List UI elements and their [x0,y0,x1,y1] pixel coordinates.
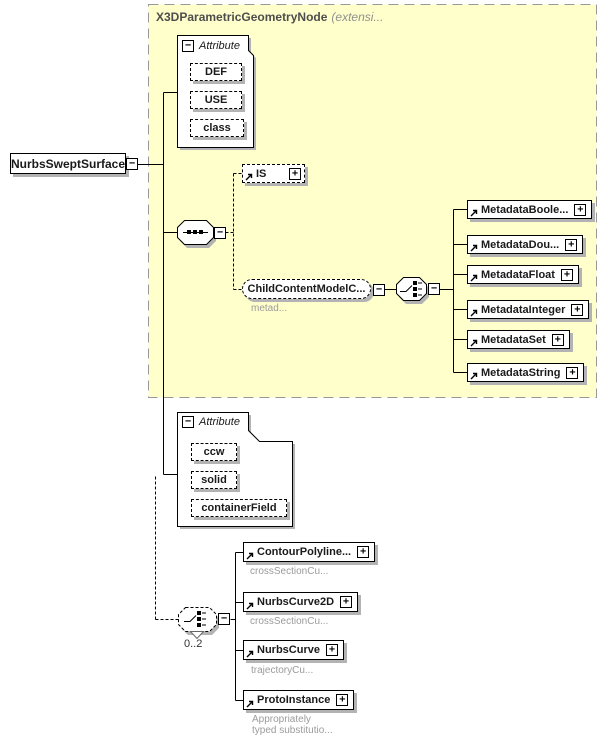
attribute-label: ccw [203,446,225,458]
element-metadatafloat[interactable]: MetadataFloat + [467,265,579,284]
collapse-button-attributes-base[interactable]: − [182,40,194,52]
attribute-use[interactable]: USE [190,91,242,109]
choice-indicator-metadata [396,277,429,304]
expand-button[interactable]: + [566,366,579,379]
reference-arrow-icon [246,650,254,658]
expand-button[interactable]: + [325,644,338,656]
expand-button[interactable]: + [560,268,573,281]
collapse-button-sequence[interactable]: − [214,227,226,239]
attribute-group-local-header: − Attribute [182,416,240,428]
annotation-contourpolyline: crossSectionCu... [250,566,329,577]
attribute-group-label: Attribute [199,416,240,428]
reference-arrow-icon [470,274,478,282]
attribute-def[interactable]: DEF [190,63,242,81]
expand-button[interactable]: + [574,203,587,216]
annotation-childcontentmodel: metad... [251,303,288,314]
element-label: MetadataFloat [481,268,555,281]
base-type-title: X3DParametricGeometryNode(extensi... [156,10,383,24]
element-nurbssweptsurface[interactable]: NurbsSweptSurface [10,153,126,174]
group-label: ChildContentModelC... [247,283,366,295]
attribute-class[interactable]: class [190,119,244,137]
reference-arrow-icon [246,602,254,610]
collapse-button-attributes-local[interactable]: − [182,416,194,428]
attribute-label: DEF [205,66,227,78]
element-metadatainteger[interactable]: MetadataInteger + [467,300,590,319]
element-label: NurbsCurve [257,644,320,656]
element-label: NurbsCurve2D [257,596,335,608]
sequence-indicator [177,220,216,248]
collapse-button-choice-metadata[interactable]: − [428,283,440,295]
element-metadataboolean[interactable]: MetadataBoole... + [467,200,593,219]
collapse-button-choice-content[interactable]: − [218,613,230,625]
attribute-label: USE [204,94,228,106]
element-nurbscurve[interactable]: NurbsCurve + [243,640,344,660]
expand-button[interactable]: + [336,694,349,706]
collapse-button-root[interactable]: − [126,158,138,170]
choice-indicator-content [178,607,219,640]
element-metadatadouble[interactable]: MetadataDou... + [467,235,584,254]
expand-button[interactable]: + [571,303,584,316]
group-childcontentmodel[interactable]: ChildContentModelC... [242,279,371,299]
expand-button[interactable]: + [551,333,564,346]
element-is[interactable]: IS + [242,164,305,183]
element-label: MetadataInteger [481,303,566,316]
element-metadatastring[interactable]: MetadataString + [467,363,585,382]
annotation-protoinstance-line2: typed substitutio... [252,725,333,736]
attribute-label: containerField [201,502,277,514]
element-metadataset[interactable]: MetadataSet + [467,330,570,349]
expand-button[interactable]: + [340,596,353,608]
annotation-nurbscurve: trajectoryCu... [251,665,314,676]
reference-arrow-icon [245,173,253,181]
element-label: IS [256,167,267,180]
reference-arrow-icon [470,309,478,317]
element-label: MetadataDou... [481,238,560,251]
attribute-ccw[interactable]: ccw [191,443,237,461]
reference-arrow-icon [470,244,478,252]
element-label: MetadataString [481,366,561,379]
element-protoinstance[interactable]: ProtoInstance + [243,690,355,710]
occurrence-label: 0..2 [184,638,203,650]
occurrence-range-notch [189,631,205,640]
attribute-solid[interactable]: solid [191,471,237,489]
attribute-group-label: Attribute [199,40,240,52]
element-label: ContourPolyline... [257,546,352,558]
annotation-nurbscurve2d: crossSectionCu... [250,616,329,627]
expand-button-is[interactable]: + [289,167,301,180]
element-label: MetadataBoole... [481,203,569,216]
base-type-derivation: (extensi... [331,10,384,24]
reference-arrow-icon [470,339,478,347]
reference-arrow-icon [470,209,478,217]
attribute-containerfield[interactable]: containerField [191,499,287,517]
base-type-name: X3DParametricGeometryNode [156,10,328,24]
element-contourpolyline2d[interactable]: ContourPolyline... + [243,542,376,562]
annotation-protoinstance-line1: Appropriately [252,714,311,725]
expand-button[interactable]: + [357,546,370,558]
element-label: NurbsSweptSurface [10,156,126,171]
collapse-button-childcontentmodel[interactable]: − [373,284,385,296]
attribute-group-base-header: − Attribute [182,40,240,52]
expand-button[interactable]: + [565,238,578,251]
element-label: MetadataSet [481,333,546,346]
reference-arrow-icon [246,552,254,560]
attribute-label: solid [201,474,227,486]
reference-arrow-icon [246,700,254,708]
reference-arrow-icon [470,372,478,380]
element-label: ProtoInstance [257,694,331,706]
attribute-label: class [203,122,231,134]
element-nurbscurve2d[interactable]: NurbsCurve2D + [243,592,359,612]
